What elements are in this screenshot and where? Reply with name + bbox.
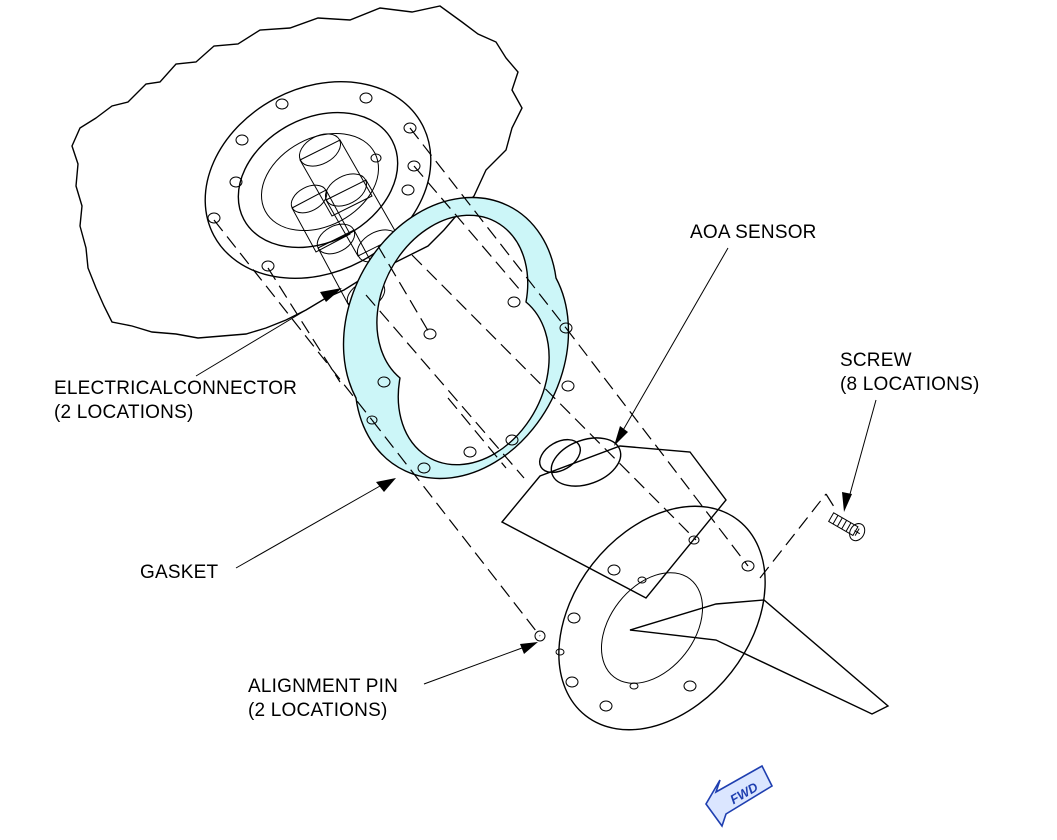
leader-aoa-sensor: [614, 247, 729, 446]
skin-mounting-ring-inner: [237, 111, 399, 249]
label-electrical-connector-title: ELECTRICALCONNECTOR: [54, 378, 297, 399]
label-aoa-sensor: AOA SENSOR: [690, 222, 817, 243]
label-gasket: GASKET: [140, 562, 218, 583]
fuselage-skin: [71, 5, 523, 339]
gasket: [342, 196, 575, 480]
skin-mounting-ring-outer: [204, 80, 432, 280]
label-alignment-pin-count: (2 LOCATIONS): [248, 700, 388, 721]
label-electrical-connector-count: (2 LOCATIONS): [54, 402, 194, 423]
label-screw-count: (8 LOCATIONS): [840, 374, 980, 395]
leader-gasket: [235, 478, 396, 569]
aoa-vane: [629, 599, 890, 715]
leader-alignment-pin: [423, 642, 538, 685]
aoa-sensor-body: [500, 437, 727, 599]
aoa-sensor-flange: [534, 505, 766, 731]
alignment-guide-lines: [213, 127, 837, 637]
label-alignment-pin-title: ALIGNMENT PIN: [248, 676, 398, 697]
leader-screw: [842, 399, 877, 512]
screw: [827, 512, 866, 542]
fwd-arrow-icon: FWD: [705, 764, 774, 828]
leader-electrical-connector: [195, 288, 342, 377]
label-screw-title: SCREW: [840, 350, 912, 371]
skin-opening: [260, 132, 380, 232]
alignment-pin: [534, 630, 546, 642]
skin-bolt-holes: [207, 92, 421, 272]
